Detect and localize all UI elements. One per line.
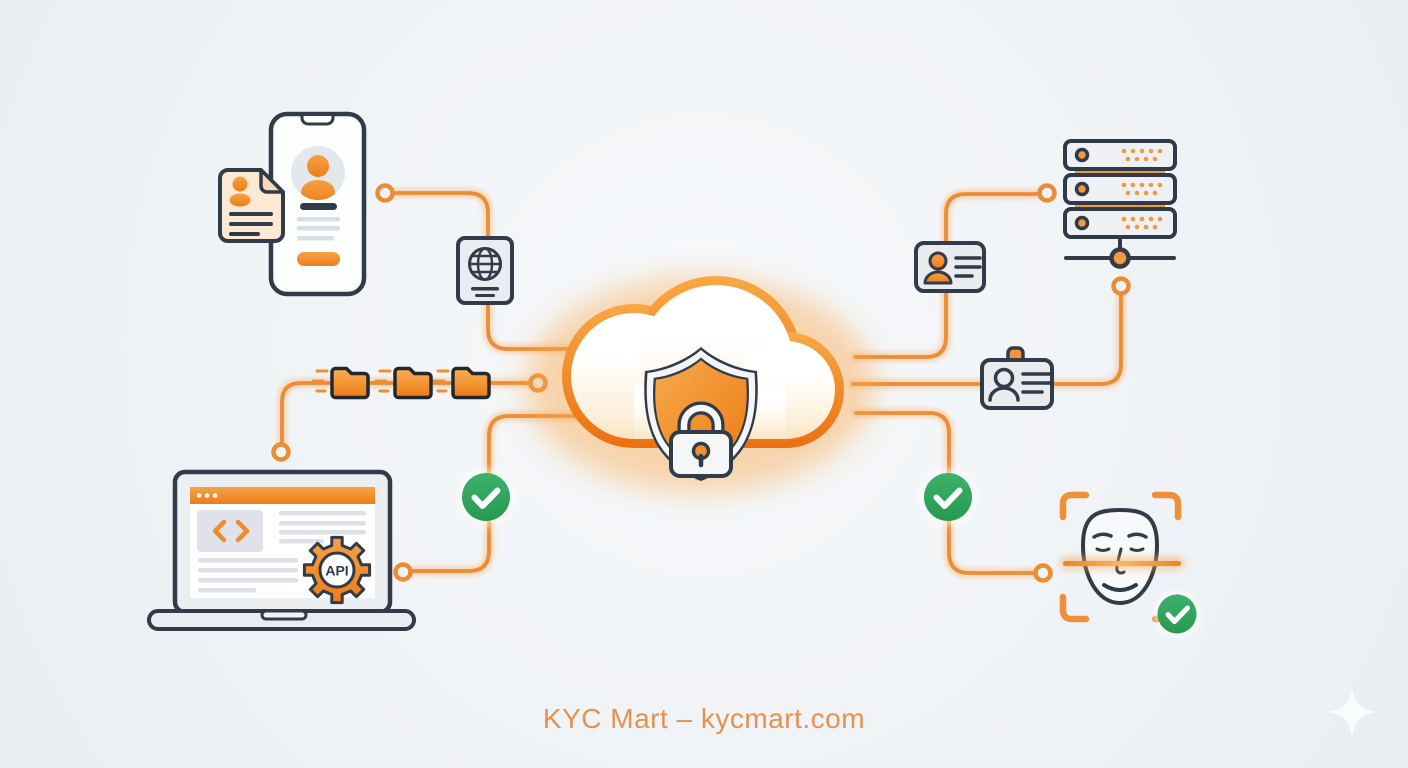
badge-text-lines [1021,372,1054,394]
brand-footer: KYC Mart – kycmart.com [542,703,866,734]
smartphone-profile-icon [268,111,367,297]
profile-text-lines [297,217,340,241]
profile-action-button [297,252,340,266]
edge-folders-to-laptop [280,381,533,446]
id-badge-icon [980,346,1054,410]
server-unit [1063,139,1177,171]
server-unit [1063,173,1177,205]
phone-notch [300,116,335,126]
id-card-icon [914,241,986,293]
endpoint-dot [1111,276,1131,296]
scan-line [1063,561,1181,566]
profile-name-bar [300,203,337,210]
code-brackets-icon [212,519,250,543]
endpoint-dot [1037,183,1057,203]
card-text-lines [954,256,982,278]
endpoint-dot [393,562,413,582]
laptop-api-icon: API [147,469,416,631]
server-network-node [1064,235,1176,269]
check-circle-icon-left [457,468,515,526]
motion-dashes [311,369,450,393]
endpoint-dot [375,183,395,203]
browser-dots [196,493,218,498]
document-text-lines [229,212,273,236]
laptop-base-notch [260,609,308,621]
face-scan-icon [1059,491,1201,638]
document-fold-corner [259,168,285,194]
api-gear-icon: API [302,535,372,605]
edge-cloud-to-badge [851,292,1123,386]
check-circle-icon-face [1153,590,1201,638]
passport-text-lines [471,287,499,297]
shield-lock-icon [644,347,758,481]
padlock-icon [669,401,733,478]
endpoint-dot [1033,563,1053,583]
globe-icon [468,247,502,281]
data-transfer-folders [311,366,491,400]
face-icon [1080,507,1160,606]
server-stack-icon [1063,139,1177,269]
folder-icon [451,366,491,400]
folder-icon [330,366,370,400]
code-panel [197,510,263,552]
avatar-person-icon [301,155,335,200]
folder-icon [393,366,433,400]
check-circle-icon-right [919,468,977,526]
browser-top-bar [190,487,375,504]
passport-icon [456,236,514,305]
cloud-shield-padlock-icon [525,276,875,493]
document-person-icon [218,168,285,243]
server-unit [1063,207,1177,239]
endpoint-dot [271,442,291,462]
sparkle-icon [1328,687,1376,737]
api-label: API [325,563,348,579]
page-text-lines [198,511,366,593]
